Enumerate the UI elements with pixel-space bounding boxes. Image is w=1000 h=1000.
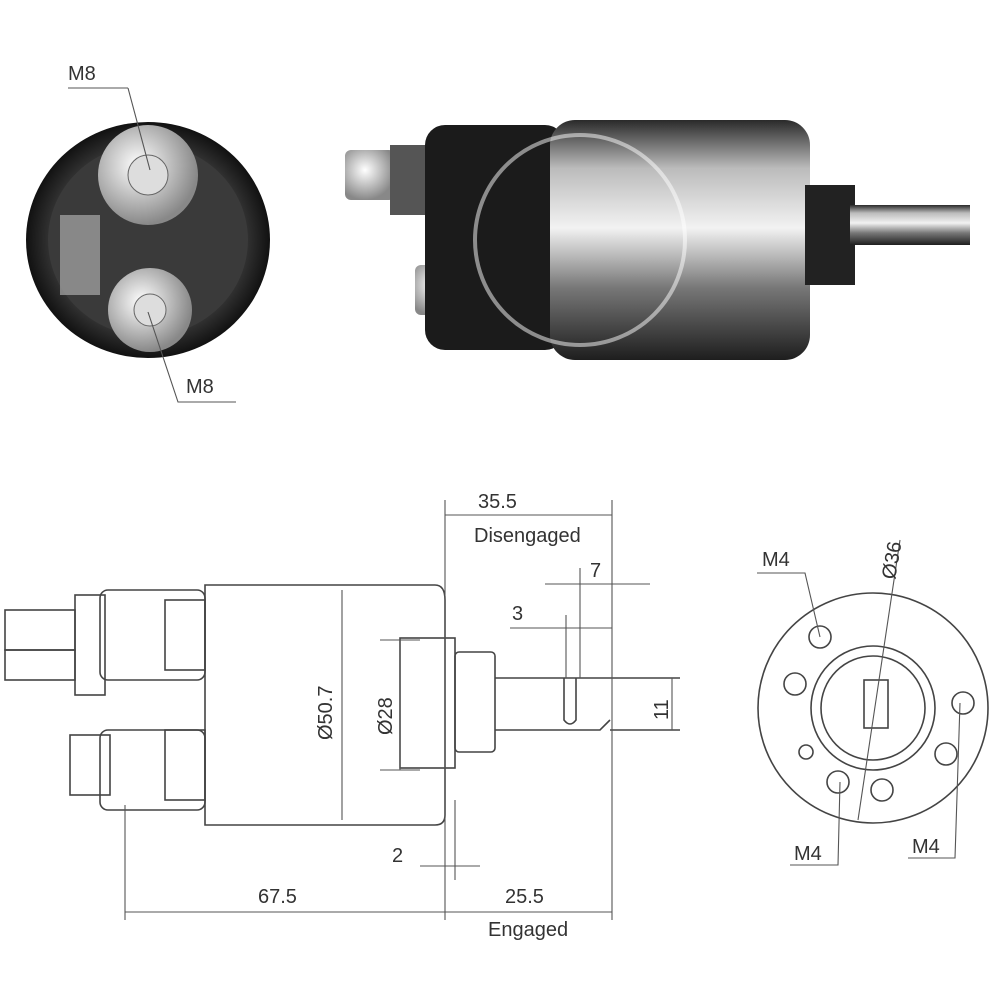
engaged-length-label: 25.5	[505, 886, 544, 908]
top-terminal-label: M8	[68, 63, 96, 85]
body-length-label: 67.5	[258, 886, 297, 908]
m4-bottom-right-label: M4	[912, 836, 940, 858]
disengaged-length-label: 35.5	[478, 491, 517, 513]
engaged-label: Engaged	[488, 919, 568, 941]
shaft-width-label: 11	[651, 699, 673, 720]
end-photo	[26, 122, 270, 358]
body-diameter-label: Ø50.7	[315, 686, 337, 740]
m4-hole-bottom-right	[951, 691, 975, 715]
slot-width-label: 3	[512, 603, 523, 625]
flange-thickness-label: 2	[392, 845, 403, 867]
end-view	[757, 539, 989, 866]
side-photo	[345, 120, 970, 360]
m4-hole-top	[808, 625, 832, 649]
m4-bottom-left-label: M4	[794, 843, 822, 865]
bottom-terminal-label: M8	[186, 376, 214, 398]
bolt-circle-label: Ø36	[878, 540, 906, 581]
slot-offset-label: 7	[590, 560, 601, 582]
m4-hole-bottom-left	[826, 770, 850, 794]
plunger-diameter-label: Ø28	[375, 697, 397, 735]
dimensions	[124, 500, 673, 920]
side-view	[4, 584, 680, 826]
disengaged-label: Disengaged	[474, 525, 581, 547]
m4-top-label: M4	[762, 549, 790, 571]
